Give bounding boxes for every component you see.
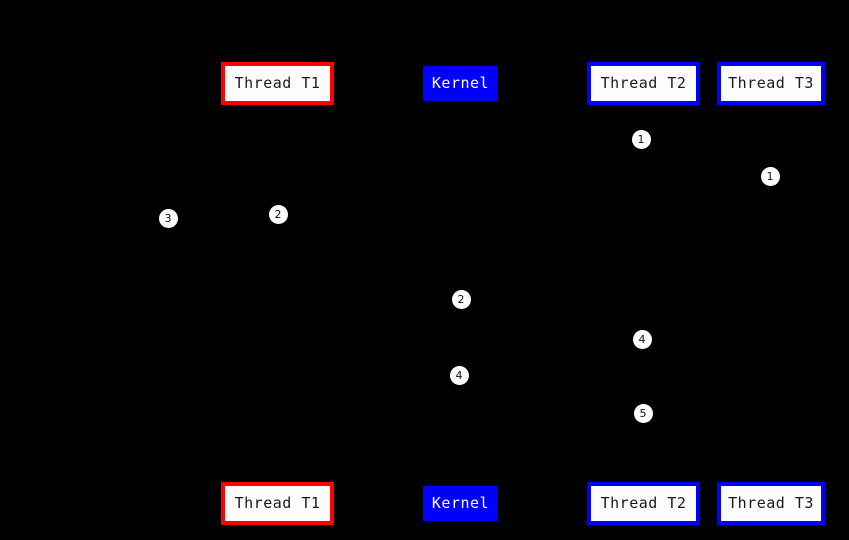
sequence-marker: 4 — [632, 329, 652, 349]
message-arrow-7 — [643, 413, 687, 415]
participant-label-t1-bottom: Thread T1 — [234, 494, 321, 512]
sequence-marker-number: 3 — [164, 211, 172, 225]
participant-box-t2-bottom[interactable]: Thread T2 — [587, 482, 700, 525]
message-arrow-1 — [643, 139, 770, 141]
sequence-marker: 1 — [631, 129, 651, 149]
sequence-marker-number: 2 — [457, 292, 465, 306]
participant-box-t3-bottom[interactable]: Thread T3 — [717, 482, 825, 525]
sequence-marker: 2 — [451, 289, 471, 309]
sequence-marker-number: 5 — [639, 406, 647, 420]
participant-box-t2-top[interactable]: Thread T2 — [587, 62, 700, 105]
sequence-marker: 2 — [268, 204, 288, 224]
message-arrow-2 — [277, 180, 770, 182]
participant-box-kernel-top[interactable]: Kernel — [423, 66, 498, 101]
participant-label-t3-top: Thread T3 — [728, 74, 814, 92]
sequence-marker: 3 — [158, 208, 178, 228]
message-arrow-6 — [277, 375, 460, 377]
participant-box-t3-top[interactable]: Thread T3 — [717, 62, 825, 105]
sequence-marker: 4 — [449, 365, 469, 385]
lifeline-t1 — [276, 105, 278, 482]
participant-label-t2-bottom: Thread T2 — [600, 494, 687, 512]
participant-label-t2-top: Thread T2 — [600, 74, 687, 92]
message-arrow-5 — [460, 339, 643, 341]
message-arrow-4 — [277, 299, 460, 301]
sequence-marker: 1 — [760, 166, 780, 186]
sequence-marker-number: 1 — [766, 169, 774, 183]
participant-label-kernel-top: Kernel — [431, 74, 490, 92]
sequence-marker-number: 1 — [637, 132, 645, 146]
lifeline-t3 — [769, 105, 771, 482]
message-arrow-3 — [168, 218, 277, 220]
participant-box-t1-top[interactable]: Thread T1 — [221, 62, 334, 105]
participant-box-kernel-bottom[interactable]: Kernel — [423, 486, 498, 521]
lifeline-t2 — [642, 105, 644, 482]
participant-label-t1-top: Thread T1 — [234, 74, 321, 92]
sequence-marker-number: 4 — [455, 368, 463, 382]
participant-label-kernel-bottom: Kernel — [431, 494, 490, 512]
participant-label-t3-bottom: Thread T3 — [728, 494, 814, 512]
sequence-marker: 5 — [633, 403, 653, 423]
sequence-marker-number: 4 — [638, 332, 646, 346]
sequence-marker-number: 2 — [274, 207, 282, 221]
participant-box-t1-bottom[interactable]: Thread T1 — [221, 482, 334, 525]
